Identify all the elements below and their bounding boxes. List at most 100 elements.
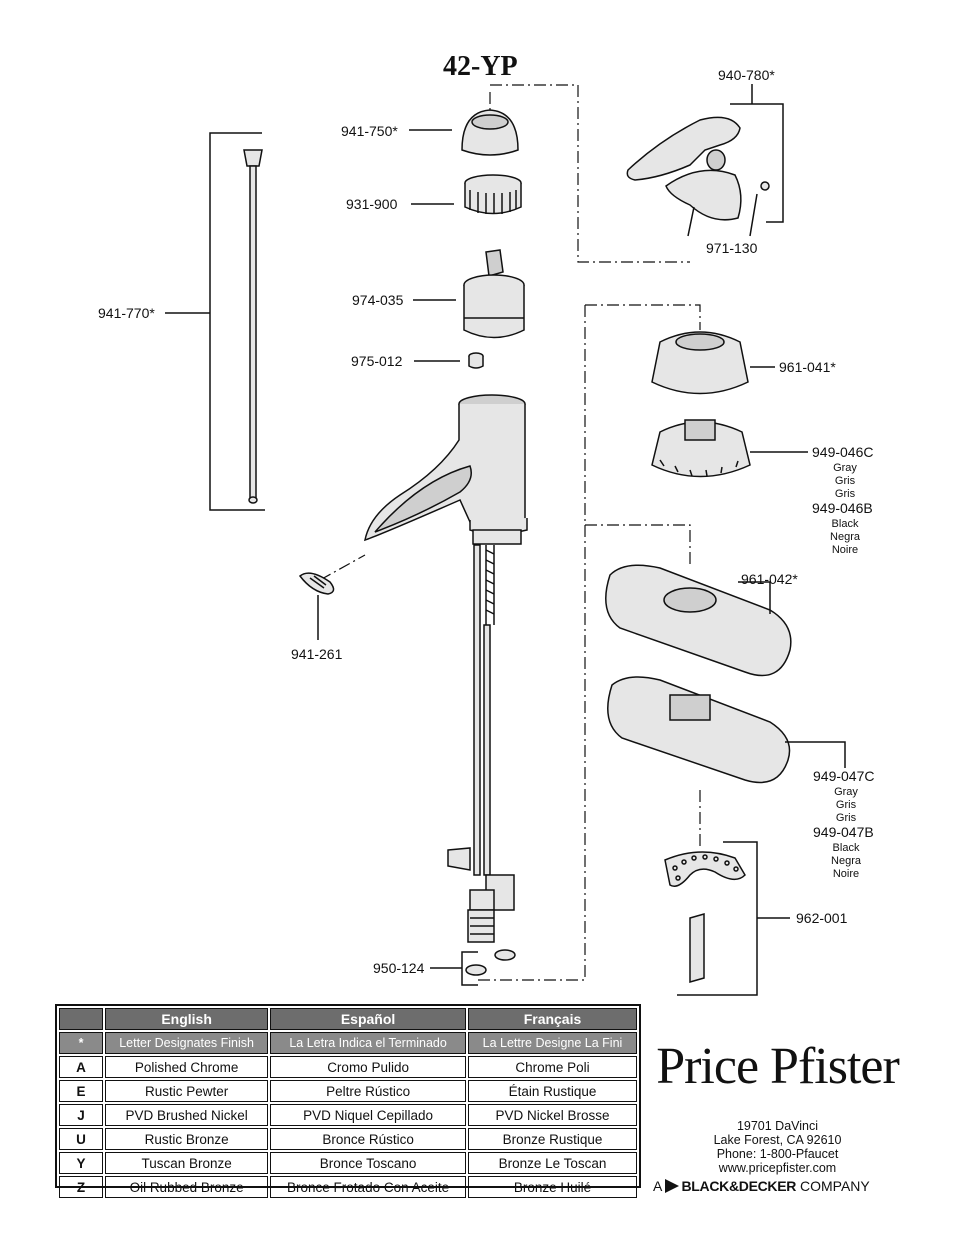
finish-spanish: PVD Niquel Cepillado: [270, 1104, 466, 1126]
plate-black-es: Negra: [831, 855, 862, 867]
black-decker-hexagon-icon: [665, 1179, 680, 1193]
label-flange-cover: 961-041*: [779, 359, 836, 375]
finish-code: U: [59, 1128, 103, 1150]
finish-english: Rustic Bronze: [105, 1128, 269, 1150]
website-link[interactable]: www.pricepfister.com: [718, 1161, 837, 1175]
company-line: A BLACK&DECKER COMPANY: [653, 1178, 903, 1194]
label-plate-gray: 949-047C: [813, 768, 875, 784]
model-title: 42-YP: [443, 51, 518, 82]
finish-english: Oil Rubbed Bronze: [105, 1176, 269, 1198]
label-cap: 941-750*: [341, 123, 398, 139]
finish-french: Bronze Rustique: [467, 1128, 637, 1150]
flange-base-part: [651, 419, 751, 478]
label-button: 941-261: [291, 646, 343, 662]
exploded-parts-diagram: 42-YP 941-770* 941-750* 931-900 974-035: [98, 51, 875, 996]
finish-code: A: [59, 1056, 103, 1078]
finish-english: PVD Brushed Nickel: [105, 1104, 269, 1126]
table-row: Z Oil Rubbed Bronze Bronce Frotado Con A…: [59, 1176, 637, 1198]
flange-cover-part: [651, 331, 749, 395]
address-line-1: 19701 DaVinci: [736, 1119, 819, 1133]
finish-spanish: Bronce Rústico: [270, 1128, 466, 1150]
finish-code: Z: [59, 1176, 103, 1198]
label-adapter: 975-012: [351, 353, 403, 369]
plate-gray-fr: Gris: [836, 812, 857, 824]
finish-spanish: Cromo Pulido: [270, 1056, 466, 1078]
deck-plate-base-part: [607, 676, 791, 784]
label-flange-black: 949-046B: [812, 500, 873, 516]
address-line-2: Lake Forest, CA 92610: [713, 1133, 842, 1147]
finish-table: English Español Français * Letter Design…: [55, 1004, 641, 1198]
plate-black-fr: Noire: [833, 868, 859, 880]
flange-black-en: Black: [832, 518, 859, 530]
label-retainer-nut: 931-900: [346, 196, 398, 212]
phone-line: Phone: 1-800-Pfaucet: [716, 1147, 839, 1161]
flange-black-es: Negra: [830, 531, 861, 543]
label-mounting-kit: 962-001: [796, 910, 848, 926]
mounting-kit-part: [664, 851, 746, 983]
assembly-line-button: [319, 554, 366, 581]
assembly-line-handle: [490, 84, 690, 263]
table-row: E Rustic Pewter Peltre Rústico Étain Rus…: [59, 1080, 637, 1102]
flange-black-fr: Noire: [832, 544, 858, 556]
supply-lines-part: [447, 544, 516, 976]
finish-spanish: Peltre Rústico: [270, 1080, 466, 1102]
label-cartridge: 974-035: [352, 292, 404, 308]
note-symbol: *: [59, 1032, 103, 1054]
table-header-blank: [59, 1008, 103, 1030]
retainer-nut-part: [464, 174, 522, 215]
handle-part: [626, 116, 770, 221]
label-supply-lines: 950-124: [373, 960, 425, 976]
adapter-part: [468, 352, 484, 369]
finish-french: Étain Rustique: [467, 1080, 637, 1102]
finish-french: Bronze Le Toscan: [467, 1152, 637, 1174]
plate-gray-en: Gray: [834, 786, 858, 798]
note-french: La Lettre Designe La Fini: [467, 1032, 637, 1054]
brand-logo: Price Pfister: [656, 1038, 900, 1095]
plate-black-en: Black: [833, 842, 860, 854]
table-note-row: * Letter Designates Finish La Letra Indi…: [59, 1032, 637, 1054]
faucet-body-part: [364, 394, 528, 625]
note-spanish: La Letra Indica el Terminado: [270, 1032, 466, 1054]
lift-rod-part: [243, 149, 263, 504]
label-plate-black: 949-047B: [813, 824, 874, 840]
label-flange-gray: 949-046C: [812, 444, 874, 460]
finish-english: Polished Chrome: [105, 1056, 269, 1078]
button-part: [298, 572, 335, 595]
flange-gray-fr: Gris: [835, 488, 856, 500]
table-header-french: Français: [467, 1008, 637, 1030]
label-deck-plate-cover: 961-042*: [741, 571, 798, 587]
finish-code: J: [59, 1104, 103, 1126]
finish-code: E: [59, 1080, 103, 1102]
label-set-screw: 971-130: [706, 240, 758, 256]
finish-french: Chrome Poli: [467, 1056, 637, 1078]
finish-english: Rustic Pewter: [105, 1080, 269, 1102]
label-lift-rod: 941-770*: [98, 305, 155, 321]
table-header-row: English Español Français: [59, 1008, 637, 1030]
finish-french: Bronze Huilé: [467, 1176, 637, 1198]
finish-spanish: Bronce Frotado Con Aceite: [270, 1176, 466, 1198]
finish-english: Tuscan Bronze: [105, 1152, 269, 1174]
lift-rod-bracket: [209, 132, 265, 511]
flange-gray-es: Gris: [835, 475, 856, 487]
assembly-line-plate: [585, 524, 691, 565]
assembly-line-flange: [585, 304, 701, 330]
table-row: U Rustic Bronze Bronce Rústico Bronze Ru…: [59, 1128, 637, 1150]
cartridge-part: [463, 249, 525, 339]
company-prefix: A: [653, 1178, 662, 1194]
label-handle: 940-780*: [718, 67, 775, 83]
company-name: BLACK&DECKER: [681, 1178, 797, 1194]
finish-french: PVD Nickel Brosse: [467, 1104, 637, 1126]
note-english: Letter Designates Finish: [105, 1032, 269, 1054]
assembly-line-right: [475, 305, 586, 981]
finish-spanish: Bronce Toscano: [270, 1152, 466, 1174]
deck-plate-cover-part: [605, 564, 792, 677]
table-row: Y Tuscan Bronze Bronce Toscano Bronze Le…: [59, 1152, 637, 1174]
table-row: A Polished Chrome Cromo Pulido Chrome Po…: [59, 1056, 637, 1078]
flange-gray-en: Gray: [833, 462, 857, 474]
table-row: J PVD Brushed Nickel PVD Niquel Cepillad…: [59, 1104, 637, 1126]
table-header-spanish: Español: [270, 1008, 466, 1030]
table-header-english: English: [105, 1008, 269, 1030]
company-suffix: COMPANY: [799, 1178, 870, 1194]
plate-gray-es: Gris: [836, 799, 857, 811]
finish-code: Y: [59, 1152, 103, 1174]
